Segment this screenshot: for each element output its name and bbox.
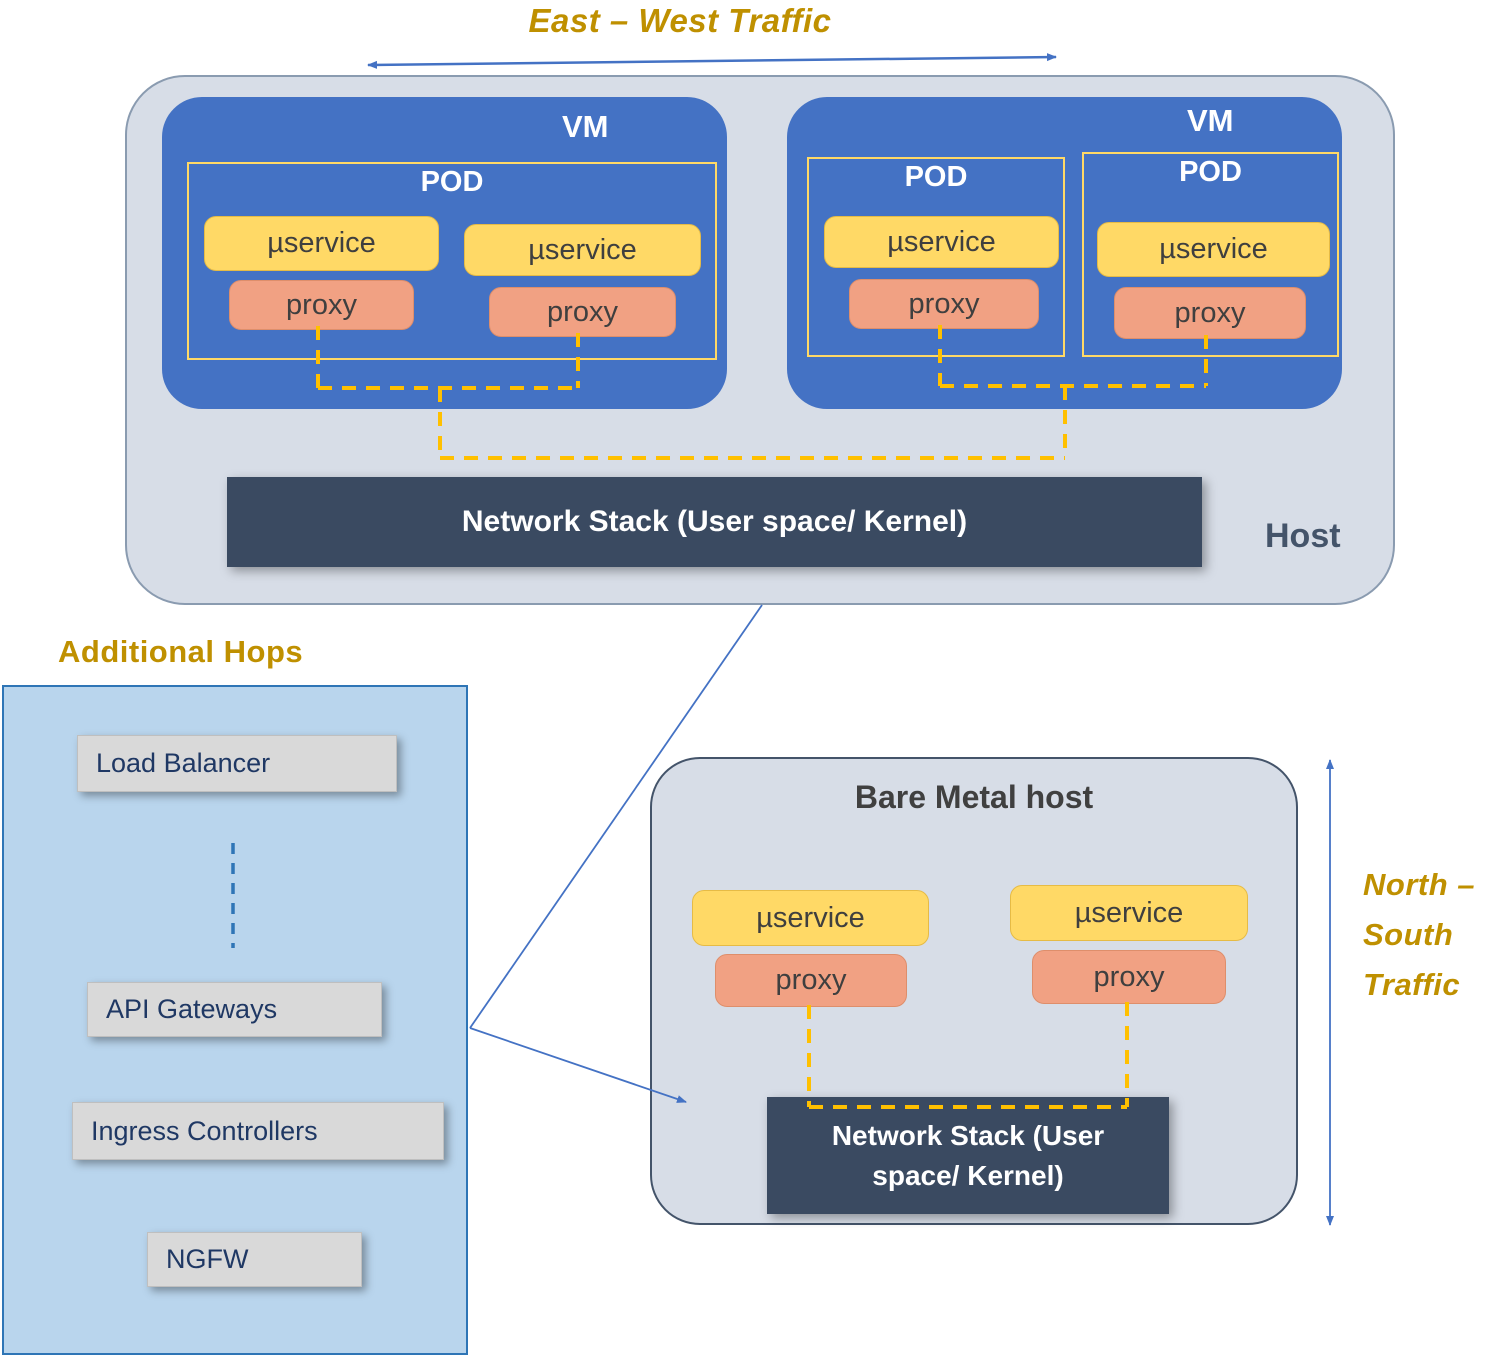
network-stack-bar: Network Stack (User space/ Kernel) [767,1097,1169,1214]
proxy-box: proxy [1114,287,1306,339]
proxy-box: proxy [849,279,1039,329]
vm-2: VM POD µservice proxy POD µservice proxy [787,97,1342,409]
north-south-line-2: South [1363,917,1454,952]
vm-2-label: VM [1187,103,1234,138]
hop-ingress-controllers: Ingress Controllers [72,1102,444,1160]
north-south-line-3: Traffic [1363,967,1461,1002]
pod: POD µservice proxy µservice proxy [187,162,717,360]
east-west-traffic-label: East – West Traffic [528,2,832,39]
bare-metal-host-label: Bare Metal host [854,779,1094,815]
east-west-arrow [367,53,1057,69]
host-label: Host [1265,517,1341,555]
microservice-box: µservice [824,216,1059,268]
microservice-box: µservice [1097,222,1330,277]
pod: POD µservice proxy [1082,152,1339,357]
vm-1-label: VM [562,109,609,144]
hop-load-balancer: Load Balancer [77,735,397,792]
additional-hops-label: Additional Hops [58,634,304,669]
pod-label: POD [904,161,968,193]
vm-1: VM POD µservice proxy µservice proxy [162,97,727,409]
proxy-box: proxy [489,287,676,337]
proxy-box: proxy [715,954,907,1007]
north-south-traffic-label: North – South Traffic [1363,860,1475,1010]
pod: POD µservice proxy [807,157,1065,357]
proxy-box: proxy [1032,950,1226,1004]
host-container: VM POD µservice proxy µservice proxy VM … [125,75,1395,605]
network-stack-bar: Network Stack (User space/ Kernel) [227,477,1202,567]
hop-api-gateways: API Gateways [87,982,382,1037]
additional-hops-panel: Load Balancer API Gateways Ingress Contr… [2,685,468,1355]
proxy-box: proxy [229,280,414,330]
microservice-box: µservice [464,224,701,276]
hop-ngfw: NGFW [147,1232,362,1287]
microservice-box: µservice [204,216,439,271]
pod-label: POD [420,166,484,198]
microservice-box: µservice [692,890,929,946]
pod-label: POD [1179,156,1242,188]
north-south-line-1: North – [1363,867,1475,902]
microservice-box: µservice [1010,885,1248,941]
bare-metal-host-container: Bare Metal host µservice proxy µservice … [650,757,1298,1225]
